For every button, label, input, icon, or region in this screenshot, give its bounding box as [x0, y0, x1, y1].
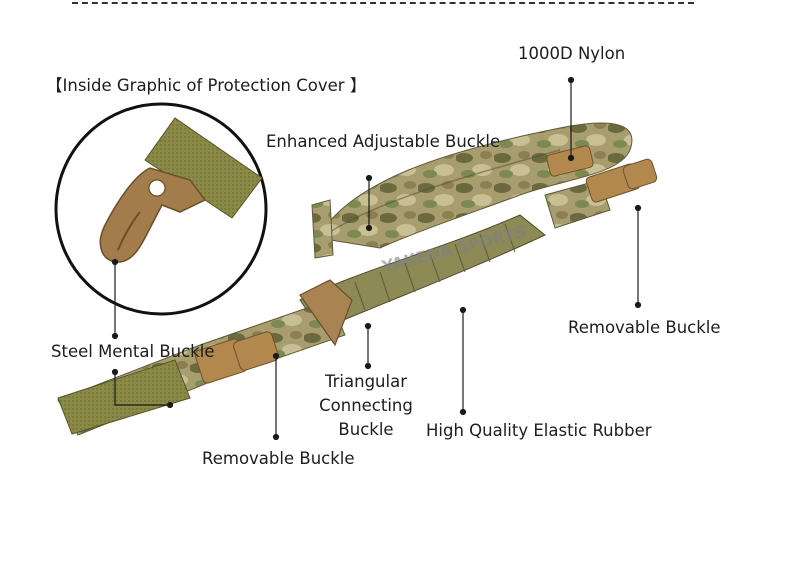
inset-circle: [54, 102, 268, 316]
leader-lines: [111, 76, 642, 441]
removable-buckle-bottom-label: Removable Buckle: [202, 449, 355, 468]
top-dashed-divider: [72, 2, 694, 4]
triangular-buckle: [299, 279, 353, 347]
elastic-bungee: [299, 214, 546, 331]
loop-end-tab: [311, 199, 334, 259]
removable-buckle-right-label: Removable Buckle: [568, 318, 721, 337]
triangular-label-line3: Buckle: [338, 419, 394, 439]
triangular-label-line2: Connecting: [319, 395, 413, 415]
nylon-label: 1000D Nylon: [518, 44, 626, 63]
steel-buckle-label: Steel Mental Buckle: [51, 342, 215, 361]
triangular-buckle-label: Triangular Connecting Buckle: [310, 370, 422, 442]
adjustable-buckle-label: Enhanced Adjustable Buckle: [266, 132, 501, 151]
nylon-end-loop: [57, 359, 191, 435]
triangular-label-line1: Triangular: [324, 372, 407, 391]
inside-graphic-caption: 【Inside Graphic of Protection Cover 】: [46, 76, 367, 95]
adjustable-buckle: [546, 145, 594, 177]
elastic-rubber-label: High Quality Elastic Rubber: [426, 421, 652, 440]
removable-buckle-bottom: [194, 331, 279, 384]
removable-buckle-right: [585, 158, 658, 203]
